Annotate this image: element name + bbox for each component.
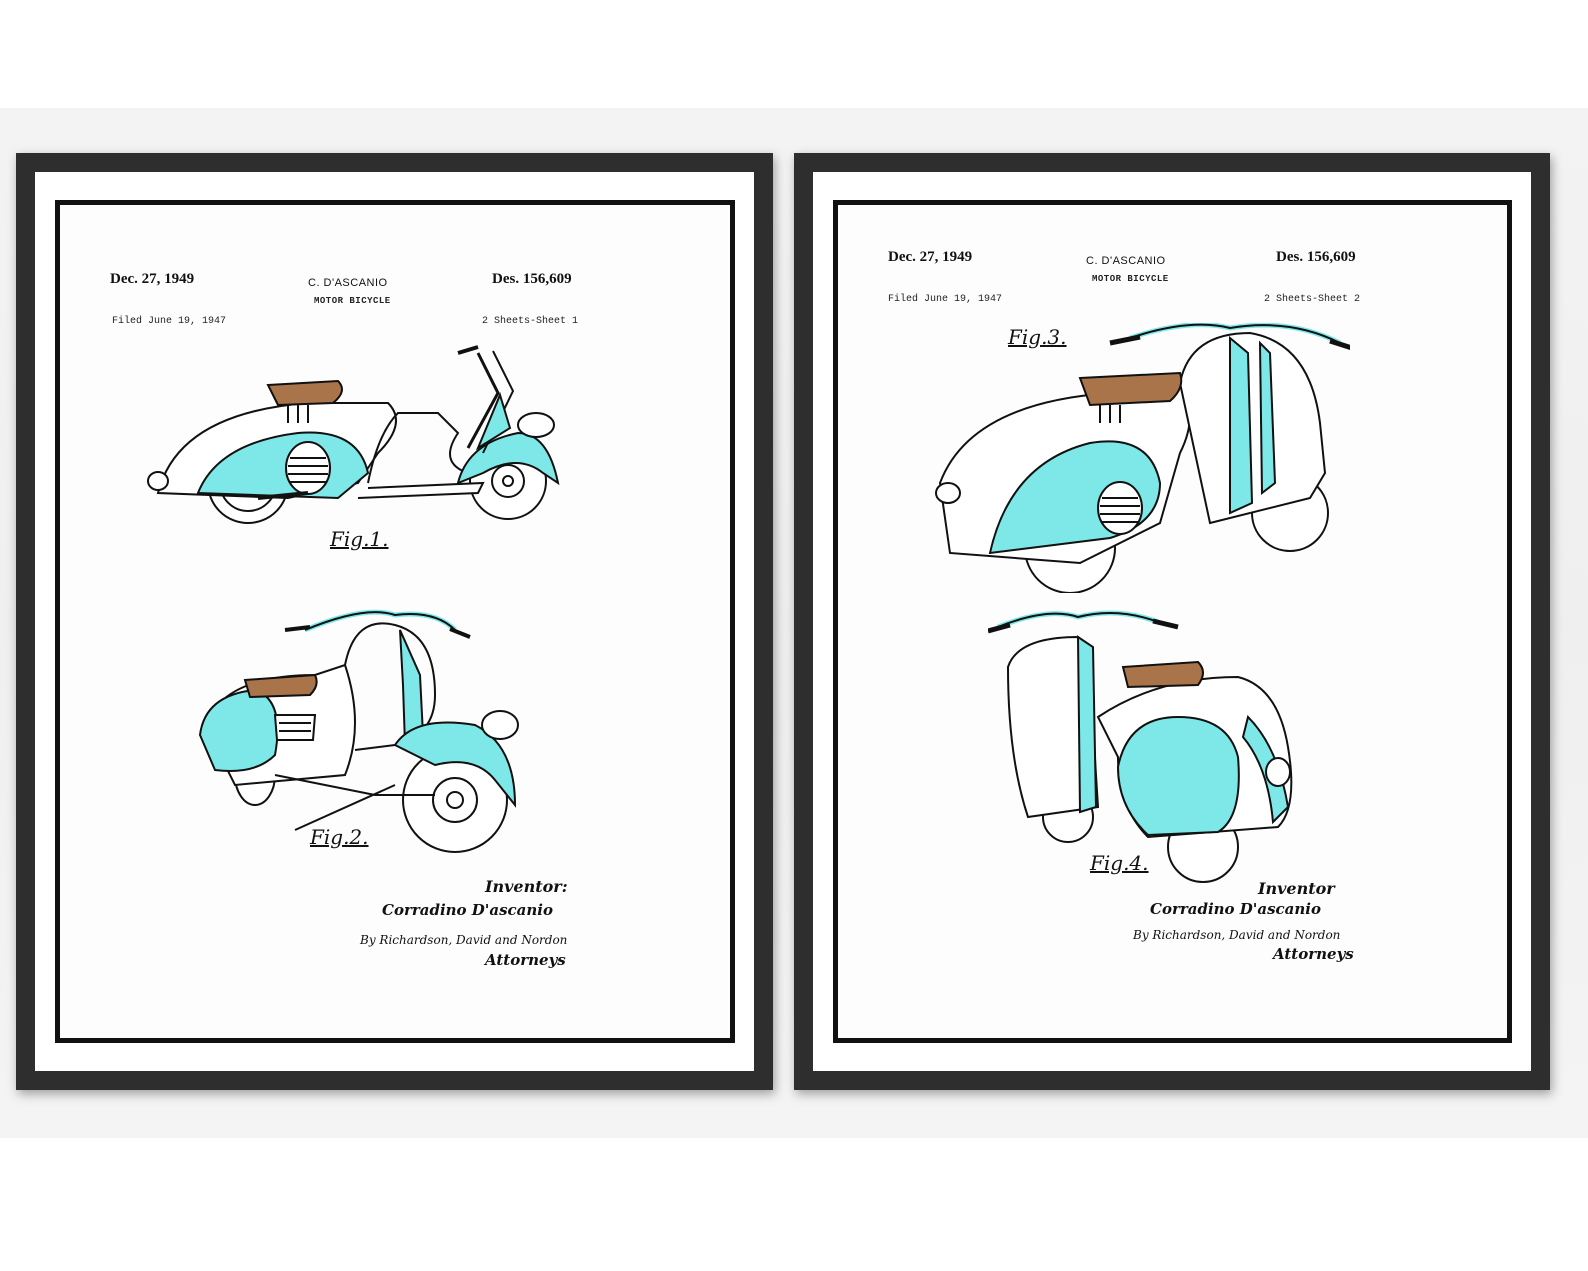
patent-filed-date: Filed June 19, 1947 <box>112 316 227 327</box>
patent-filed-date: Filed June 19, 1947 <box>888 294 1003 305</box>
patent-sheet-label: 2 Sheets-Sheet 2 <box>1264 294 1361 305</box>
mat-right: Dec. 27, 1949 C. D'ASCANIO MOTOR BICYCLE… <box>813 172 1531 1071</box>
scooter-side-view-drawing <box>147 345 560 524</box>
patent-sheet-2: Dec. 27, 1949 C. D'ASCANIO MOTOR BICYCLE… <box>833 200 1512 1043</box>
inventor-signature: Corradino D'ascanio <box>382 901 554 919</box>
patent-number: Des. 156,609 <box>1276 249 1356 265</box>
patent-title: MOTOR BICYCLE <box>1092 274 1169 284</box>
patent-title: MOTOR BICYCLE <box>314 296 391 306</box>
patent-sheet-1: Dec. 27, 1949 C. D'ASCANIO MOTOR BICYCLE… <box>55 200 735 1043</box>
mat-left: Dec. 27, 1949 C. D'ASCANIO MOTOR BICYCLE… <box>35 172 754 1071</box>
inventor-label: Inventor <box>1258 879 1335 898</box>
patent-date: Dec. 27, 1949 <box>888 249 973 265</box>
inventor-label: Inventor: <box>485 877 568 896</box>
attorneys-label: Attorneys <box>1273 945 1354 963</box>
figure-label-3: Fig.3. <box>1008 325 1067 349</box>
scooter-rear-view-drawing <box>198 609 519 853</box>
picture-frame-right: Dec. 27, 1949 C. D'ASCANIO MOTOR BICYCLE… <box>794 153 1550 1090</box>
figure-label-1: Fig.1. <box>330 527 389 551</box>
patent-inventor-name: C. D'ASCANIO <box>1086 255 1166 267</box>
patent-date: Dec. 27, 1949 <box>110 271 195 287</box>
patent-number: Des. 156,609 <box>492 271 572 287</box>
picture-frame-left: Dec. 27, 1949 C. D'ASCANIO MOTOR BICYCLE… <box>16 153 773 1090</box>
attorneys-signature: By Richardson, David and Nordon <box>360 933 568 947</box>
patent-inventor-name: C. D'ASCANIO <box>308 277 388 289</box>
figure-label-4: Fig.4. <box>1090 851 1149 875</box>
inventor-signature: Corradino D'ascanio <box>1150 900 1322 918</box>
figure-label-2: Fig.2. <box>310 825 369 849</box>
attorneys-label: Attorneys <box>485 951 566 969</box>
scooter-front-quarter-drawing <box>988 610 1293 883</box>
patent-sheet-label: 2 Sheets-Sheet 1 <box>482 316 579 327</box>
scooter-rear-quarter-drawing <box>935 323 1350 593</box>
attorneys-signature: By Richardson, David and Nordon <box>1133 928 1341 942</box>
